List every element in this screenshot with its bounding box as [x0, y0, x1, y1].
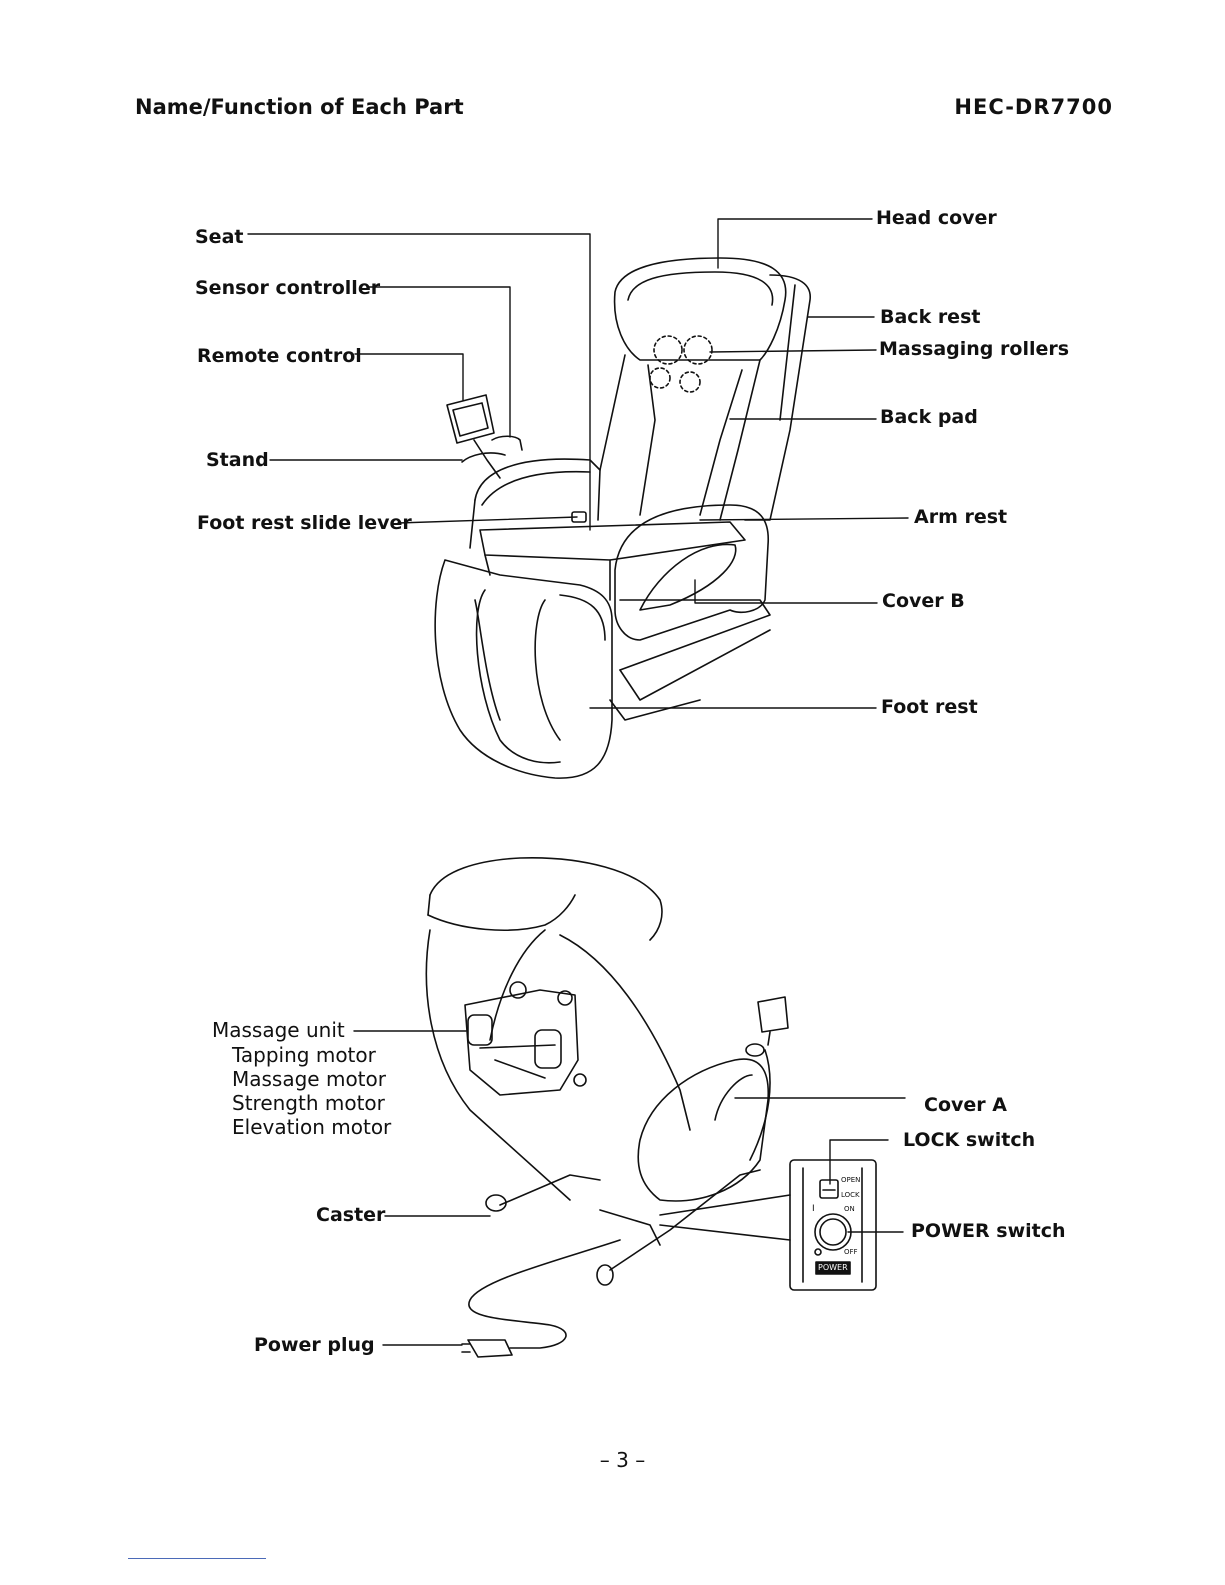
label-stand: Stand	[206, 449, 269, 471]
label-foot-rest-slide-lever: Foot rest slide lever	[197, 512, 412, 534]
switch-panel-open-label: OPEN	[841, 1176, 861, 1184]
label-power-switch: POWER switch	[911, 1220, 1066, 1242]
label-foot-rest: Foot rest	[881, 696, 978, 718]
label-elevation-motor: Elevation motor	[232, 1115, 392, 1139]
label-cover-a: Cover A	[924, 1094, 1007, 1116]
switch-panel-on-mark: I	[812, 1204, 815, 1214]
label-strength-motor: Strength motor	[232, 1091, 385, 1115]
switch-panel-power-label: POWER	[818, 1263, 848, 1272]
label-cover-b: Cover B	[882, 590, 965, 612]
label-remote-control: Remote control	[197, 345, 362, 367]
page-title: Name/Function of Each Part	[135, 95, 464, 119]
label-back-rest: Back rest	[880, 306, 981, 328]
switch-panel-lock-label: LOCK	[841, 1191, 860, 1199]
model-number: HEC-DR7700	[954, 95, 1113, 119]
label-head-cover: Head cover	[876, 207, 997, 229]
label-arm-rest: Arm rest	[914, 506, 1008, 528]
label-lock-switch: LOCK switch	[903, 1129, 1036, 1151]
switch-panel-off-label: OFF	[844, 1248, 858, 1256]
label-back-pad: Back pad	[880, 406, 978, 428]
label-massage-motor: Massage motor	[232, 1067, 386, 1091]
switch-panel-on-label: ON	[844, 1205, 855, 1213]
label-caster: Caster	[316, 1204, 386, 1226]
switch-panel-off-mark: O	[806, 1240, 807, 1241]
label-massaging-rollers: Massaging rollers	[879, 338, 1070, 360]
front-leader-lines	[247, 218, 909, 709]
front-chair-drawing	[434, 257, 811, 779]
rear-leader-lines	[353, 1030, 906, 1346]
label-seat: Seat	[195, 226, 244, 248]
label-sensor-controller: Sensor controller	[195, 277, 381, 299]
rear-chair-drawing	[425, 857, 877, 1358]
label-power-plug: Power plug	[254, 1334, 375, 1356]
label-tapping-motor: Tapping motor	[232, 1043, 376, 1067]
footer-divider	[128, 1558, 266, 1559]
label-massage-unit: Massage unit	[212, 1018, 345, 1042]
page-number: – 3 –	[599, 1448, 646, 1472]
